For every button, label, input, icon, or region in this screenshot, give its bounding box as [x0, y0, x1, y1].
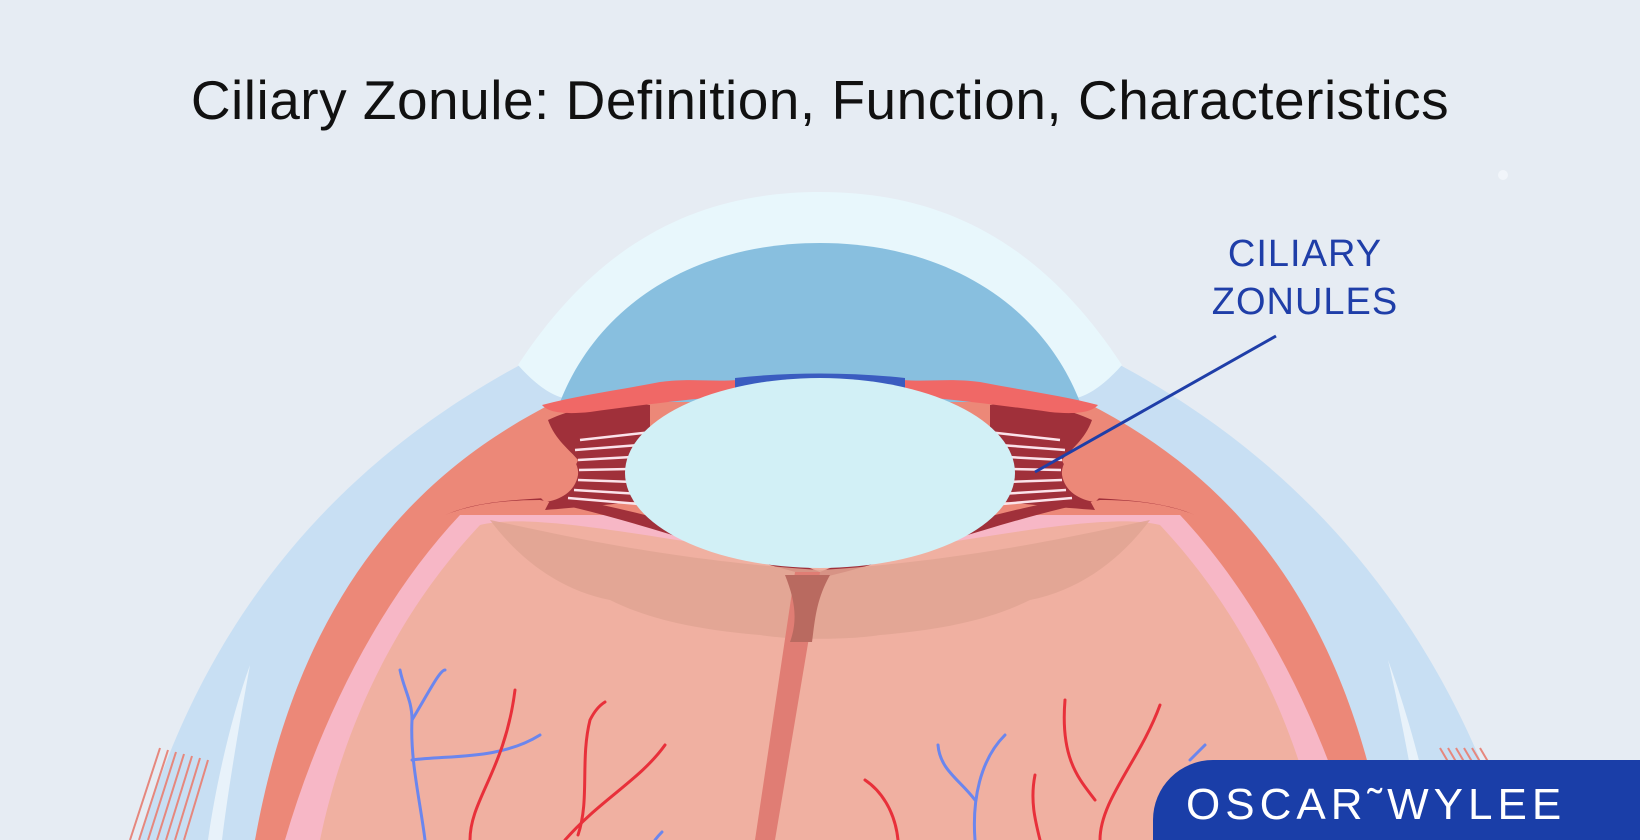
lens: [625, 378, 1015, 568]
iris-left: [542, 380, 738, 414]
brand-logo-text: OSCAR˜WYLEE: [1186, 780, 1567, 829]
sparkle: [1498, 170, 1508, 180]
ciliary-body: [445, 497, 1195, 578]
brand-badge: [1153, 760, 1640, 840]
label-line-2: ZONULES: [1211, 281, 1399, 323]
arteries: [468, 688, 1162, 840]
muscle-fibers-left: [129, 747, 209, 840]
ciliary-process-left: [523, 430, 579, 502]
ciliary-zonules-label: CILIARY ZONULES: [1160, 230, 1450, 326]
callout-leader-line: [1034, 334, 1277, 474]
page-title: Ciliary Zonule: Definition, Function, Ch…: [190, 69, 1450, 131]
iris-right: [902, 380, 1098, 414]
aqueous-humor: [560, 243, 1080, 402]
label-line-1: CILIARY: [1227, 233, 1383, 275]
veins: [398, 668, 1207, 840]
hyaloid-canal-top: [785, 575, 830, 642]
sclera-inner-left: [208, 665, 250, 840]
